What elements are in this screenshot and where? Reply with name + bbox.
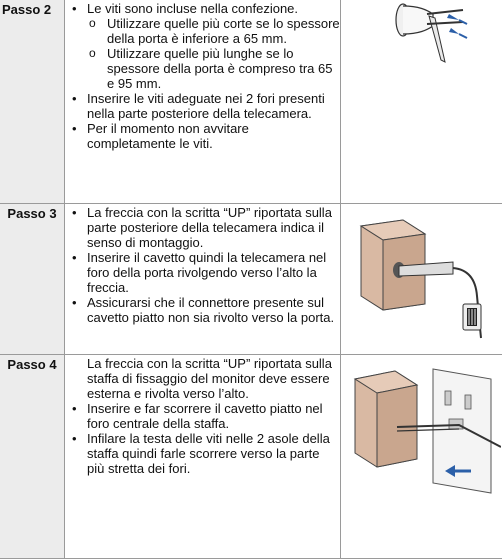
step-cell: Passo 4 [0,355,65,558]
instruction-item: Le viti sono incluse nella confezione. U… [65,1,340,91]
camera-door-illustration [359,219,482,339]
instruction-item: Inserire il cavetto quindi la telecamera… [65,250,340,295]
step-illustration [341,204,502,354]
step-instructions: Le viti sono incluse nella confezione. U… [65,0,341,203]
step-label: Passo 4 [7,357,57,372]
instruction-text: La freccia con la scritta “UP” riportata… [87,205,332,250]
instruction-text: Inserire le viti adeguate nei 2 fori pre… [87,91,325,121]
instruction-item: La freccia con la scritta “UP” riportata… [65,356,340,401]
instruction-text: Le viti sono incluse nella confezione. [87,1,299,16]
camera-screws-illustration [395,3,468,63]
instruction-text: Infilare la testa delle viti nelle 2 aso… [87,431,330,476]
step-row-4: Passo 4 La freccia con la scritta “UP” r… [0,355,502,559]
instruction-item: La freccia con la scritta “UP” riportata… [65,205,340,250]
step-label: Passo 3 [7,206,57,221]
instruction-item: Inserire le viti adeguate nei 2 fori pre… [65,91,340,121]
instruction-item: Per il momento non avvitare completament… [65,121,340,151]
instruction-text: Inserire e far scorrere il cavetto piatt… [87,401,323,431]
bracket-mounting-illustration [353,368,501,494]
instruction-text: Inserire il cavetto quindi la telecamera… [87,250,327,295]
instruction-item: Inserire e far scorrere il cavetto piatt… [65,401,340,431]
sub-instruction-text: Utilizzare quelle più lunghe se lo spess… [107,46,333,91]
step-row-2: Passo 2 Le viti sono incluse nella confe… [0,0,502,204]
instruction-item: Infilare la testa delle viti nelle 2 aso… [65,431,340,476]
step-illustration [341,355,502,558]
sub-instruction-text: Utilizzare quelle più corte se lo spesso… [107,16,340,46]
step-cell: Passo 2 [0,0,65,203]
sub-instruction-item: Utilizzare quelle più lunghe se lo spess… [87,46,340,91]
step-illustration [341,0,502,203]
step-instructions: La freccia con la scritta “UP” riportata… [65,204,341,354]
instruction-text: Per il momento non avvitare completament… [87,121,249,151]
step-row-3: Passo 3 La freccia con la scritta “UP” r… [0,204,502,355]
instruction-text: Assicurarsi che il connettore presente s… [87,295,335,325]
instruction-text: La freccia con la scritta “UP” riportata… [87,356,332,401]
instruction-item: Assicurarsi che il connettore presente s… [65,295,340,325]
sub-instruction-item: Utilizzare quelle più corte se lo spesso… [87,16,340,46]
step-label: Passo 2 [2,2,52,17]
step-instructions: La freccia con la scritta “UP” riportata… [65,355,341,558]
step-cell: Passo 3 [0,204,65,354]
